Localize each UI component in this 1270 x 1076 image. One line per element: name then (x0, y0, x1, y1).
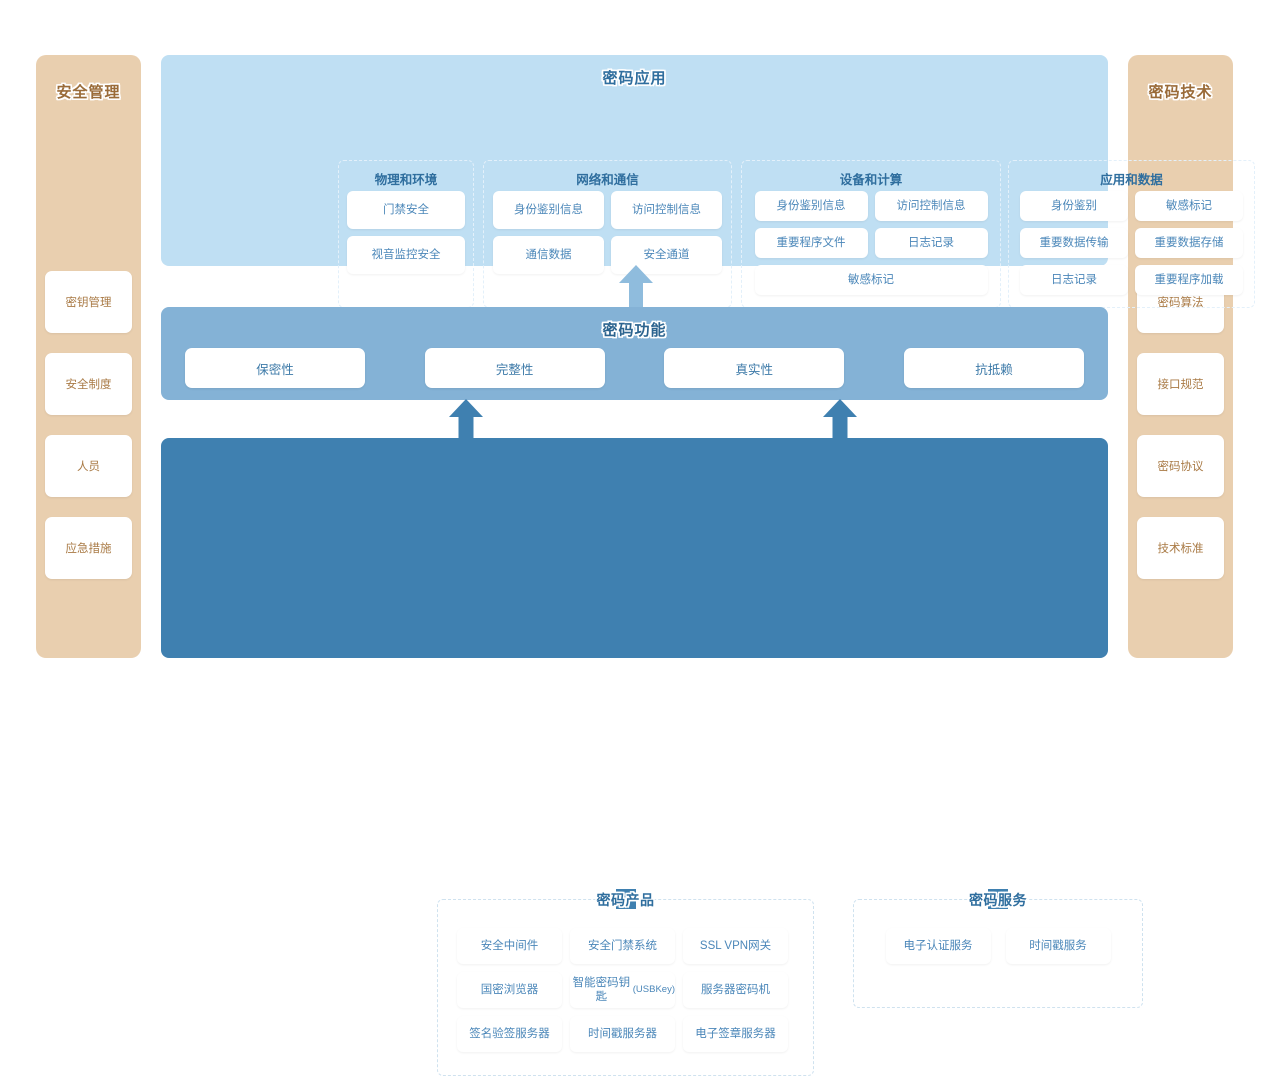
chip-access-control-info-net[interactable]: 访问控制信息 (611, 191, 722, 229)
function-layer-items: 保密性 完整性 真实性 抗抵赖 (185, 348, 1084, 388)
arrowshaft (629, 281, 643, 307)
group-items-device-computing: 身份鉴别信息 访问控制信息 重要程序文件 日志记录 敏感标记 (750, 191, 992, 295)
sidebar-item-interface-spec[interactable]: 接口规范 (1137, 353, 1224, 415)
chip-server-crypto-machine[interactable]: 服务器密码机 (683, 972, 788, 1008)
group-items-crypto-products: 安全中间件 安全门禁系统 SSL VPN网关 国密浏览器 智能密码钥匙(USBK… (457, 928, 794, 1052)
group-title-device-computing: 设备和计算 (839, 173, 903, 187)
function-layer-panel: 密码功能 保密性 完整性 真实性 抗抵赖 (161, 307, 1108, 400)
application-layer-title: 密码应用 (602, 70, 667, 87)
group-items-application-data: 身份鉴别 敏感标记 重要数据传输 重要数据存储 日志记录 重要程序加载 (1017, 191, 1246, 295)
chip-log-record-dev[interactable]: 日志记录 (874, 228, 988, 258)
group-title-physical-environment: 物理和环境 (374, 173, 438, 187)
chip-sm-browser[interactable]: 国密浏览器 (457, 972, 562, 1008)
arrowshaft (832, 415, 848, 441)
group-title-crypto-services: 密码服务 (969, 892, 1027, 908)
group-items-network-communication: 身份鉴别信息 访问控制信息 通信数据 安全通道 (492, 191, 723, 274)
left-sidebar-title: 安全管理 (56, 84, 121, 101)
group-title-crypto-products: 密码产品 (596, 892, 655, 908)
chip-secure-access-control-system[interactable]: 安全门禁系统 (570, 928, 675, 964)
product-layer-panel: 密码产品 安全中间件 安全门禁系统 SSL VPN网关 国密浏览器 智能密码钥匙… (161, 438, 1143, 1076)
chip-smart-crypto-key[interactable]: 智能密码钥匙(USBKey) (570, 972, 675, 1008)
chip-identity-auth[interactable]: 身份鉴别 (1020, 191, 1128, 221)
group-title-network-communication: 网络和通信 (576, 173, 639, 187)
application-layer-panel: 密码应用 物理和环境 门禁安全 视音监控安全 网络和通信 身份鉴别信息 访问控制… (161, 55, 1255, 308)
chip-log-record-data[interactable]: 日志记录 (1020, 265, 1128, 295)
chip-e-seal-server[interactable]: 电子签章服务器 (683, 1016, 788, 1052)
chip-av-surveillance-security[interactable]: 视音监控安全 (347, 236, 465, 274)
chip-sign-verify-server[interactable]: 签名验签服务器 (457, 1016, 562, 1052)
right-sidebar-panel: 密码技术 密码算法 接口规范 密码协议 技术标准 (1128, 55, 1233, 658)
chip-sensitive-mark-dev[interactable]: 敏感标记 (754, 265, 988, 295)
chip-important-program-file[interactable]: 重要程序文件 (754, 228, 868, 258)
arrowshaft (458, 415, 474, 441)
group-items-physical-environment: 门禁安全 视音监控安全 (347, 191, 465, 274)
sidebar-item-personnel[interactable]: 人员 (45, 435, 132, 497)
chip-timestamp-service[interactable]: 时间戳服务 (1005, 928, 1111, 964)
right-sidebar-title: 密码技术 (1148, 84, 1213, 101)
chip-timestamp-server[interactable]: 时间戳服务器 (570, 1016, 675, 1052)
group-network-communication: 网络和通信 身份鉴别信息 访问控制信息 通信数据 安全通道 (483, 160, 732, 308)
group-physical-environment: 物理和环境 门禁安全 视音监控安全 (338, 160, 474, 308)
sidebar-item-security-policy[interactable]: 安全制度 (45, 353, 132, 415)
chip-important-program-load[interactable]: 重要程序加载 (1135, 265, 1243, 295)
group-crypto-services: 密码服务 电子认证服务 时间戳服务 (853, 889, 1143, 1008)
sidebar-item-key-management[interactable]: 密钥管理 (45, 271, 132, 333)
chip-access-control-info-dev[interactable]: 访问控制信息 (874, 191, 988, 221)
chip-access-control-security[interactable]: 门禁安全 (347, 191, 465, 229)
chip-ssl-vpn-gateway[interactable]: SSL VPN网关 (683, 928, 788, 964)
chip-identity-auth-info-dev[interactable]: 身份鉴别信息 (754, 191, 868, 221)
diagram-canvas: 安全管理 密钥管理 安全制度 人员 应急措施 密码技术 密码算法 接口规范 密码… (36, 55, 1255, 1076)
group-crypto-products: 密码产品 安全中间件 安全门禁系统 SSL VPN网关 国密浏览器 智能密码钥匙… (437, 889, 814, 1076)
chip-non-repudiation[interactable]: 抗抵赖 (903, 348, 1084, 388)
group-title-application-data: 应用和数据 (1100, 173, 1163, 187)
chip-communication-data[interactable]: 通信数据 (493, 236, 604, 274)
arrowhead (449, 399, 483, 417)
group-device-computing: 设备和计算 身份鉴别信息 访问控制信息 重要程序文件 日志记录 敏感标记 (741, 160, 1001, 308)
chip-identity-auth-info-net[interactable]: 身份鉴别信息 (493, 191, 604, 229)
chip-important-data-transfer[interactable]: 重要数据传输 (1020, 228, 1128, 258)
sidebar-item-crypto-protocol[interactable]: 密码协议 (1137, 435, 1224, 497)
chip-integrity[interactable]: 完整性 (424, 348, 605, 388)
group-items-crypto-services: 电子认证服务 时间戳服务 (873, 928, 1123, 964)
sidebar-item-technical-standard[interactable]: 技术标准 (1137, 517, 1224, 579)
chip-smart-crypto-key-sublabel: (USBKey) (632, 984, 675, 996)
sidebar-item-emergency-measures[interactable]: 应急措施 (45, 517, 132, 579)
function-layer-title: 密码功能 (602, 322, 667, 339)
left-sidebar-panel: 安全管理 密钥管理 安全制度 人员 应急措施 (36, 55, 141, 658)
chip-important-data-storage[interactable]: 重要数据存储 (1135, 228, 1243, 258)
arrowhead (619, 265, 653, 283)
right-sidebar-list: 密码算法 接口规范 密码协议 技术标准 (1137, 271, 1224, 599)
chip-authenticity[interactable]: 真实性 (664, 348, 845, 388)
chip-smart-crypto-key-label: 智能密码钥匙 (572, 976, 631, 1003)
left-sidebar-list: 密钥管理 安全制度 人员 应急措施 (45, 271, 132, 599)
chip-e-certification-service[interactable]: 电子认证服务 (885, 928, 991, 964)
arrowhead (823, 399, 857, 417)
chip-security-middleware[interactable]: 安全中间件 (457, 928, 562, 964)
group-application-data: 应用和数据 身份鉴别 敏感标记 重要数据传输 重要数据存储 日志记录 重要程序加… (1008, 160, 1255, 308)
chip-confidentiality[interactable]: 保密性 (185, 348, 365, 388)
chip-sensitive-mark-data[interactable]: 敏感标记 (1135, 191, 1243, 221)
